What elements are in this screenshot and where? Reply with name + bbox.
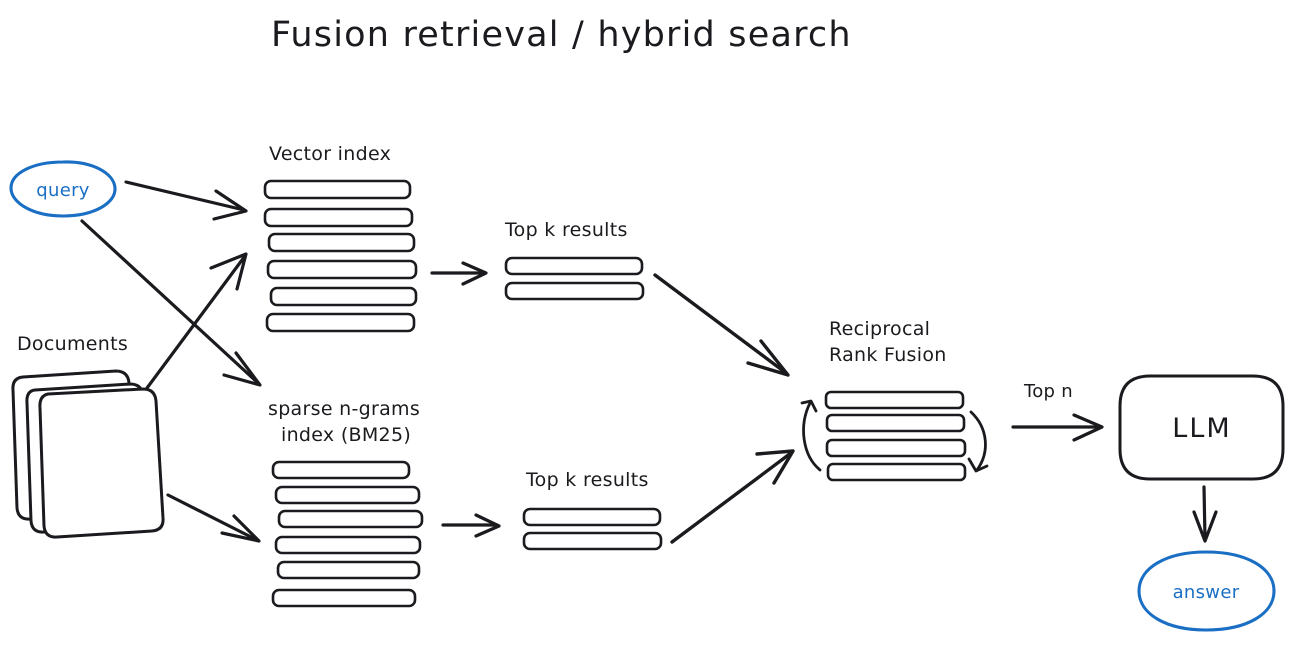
node-rrf[interactable] (824, 390, 967, 482)
node-sparse-index-label-line-1: sparse n-grams (268, 398, 420, 420)
node-vector-index[interactable] (263, 179, 418, 333)
node-topk-vector[interactable] (504, 256, 645, 301)
node-sparse-index-label-line-2: index (BM25) (281, 424, 411, 446)
node-documents-label: Documents (17, 333, 128, 355)
node-query[interactable]: query (9, 160, 117, 218)
edge-documents-to-vector-index (145, 252, 248, 390)
node-vector-index-label: Vector index (269, 143, 391, 165)
node-topk-vector-label: Top k results (504, 219, 628, 241)
node-topk-sparse[interactable] (522, 507, 663, 551)
node-answer[interactable]: answer (1137, 550, 1276, 632)
node-rrf-label-line-1: Reciprocal (829, 318, 930, 340)
page-title: Fusion retrieval / hybrid search (271, 15, 852, 55)
node-sparse-index[interactable] (271, 460, 424, 608)
node-documents[interactable] (11, 369, 165, 539)
edge-query-to-vector-index (124, 180, 248, 221)
edge-topk-vector-to-rrf (653, 273, 790, 377)
edge-documents-to-sparse-index (166, 493, 261, 543)
node-rrf-label-line-2: Rank Fusion (829, 344, 947, 366)
edge-sparse-index-to-topk (441, 513, 501, 538)
edge-topk-sparse-to-rrf (670, 449, 795, 544)
rrf-cycle-arrow-left (800, 399, 822, 472)
node-query-label: query (36, 180, 90, 201)
edge-llm-to-answer (1192, 485, 1218, 543)
edge-query-to-sparse-index (80, 219, 262, 387)
node-llm[interactable]: LLM (1118, 374, 1285, 481)
node-llm-label: LLM (1172, 413, 1231, 444)
edge-rrf-to-llm-label: Top n (1023, 381, 1073, 402)
edge-vector-index-to-topk (430, 261, 488, 286)
edge-rrf-to-llm (1011, 413, 1104, 442)
rrf-cycle-arrow-right (967, 410, 989, 473)
node-answer-label: answer (1173, 582, 1240, 603)
node-topk-sparse-label: Top k results (525, 469, 649, 491)
